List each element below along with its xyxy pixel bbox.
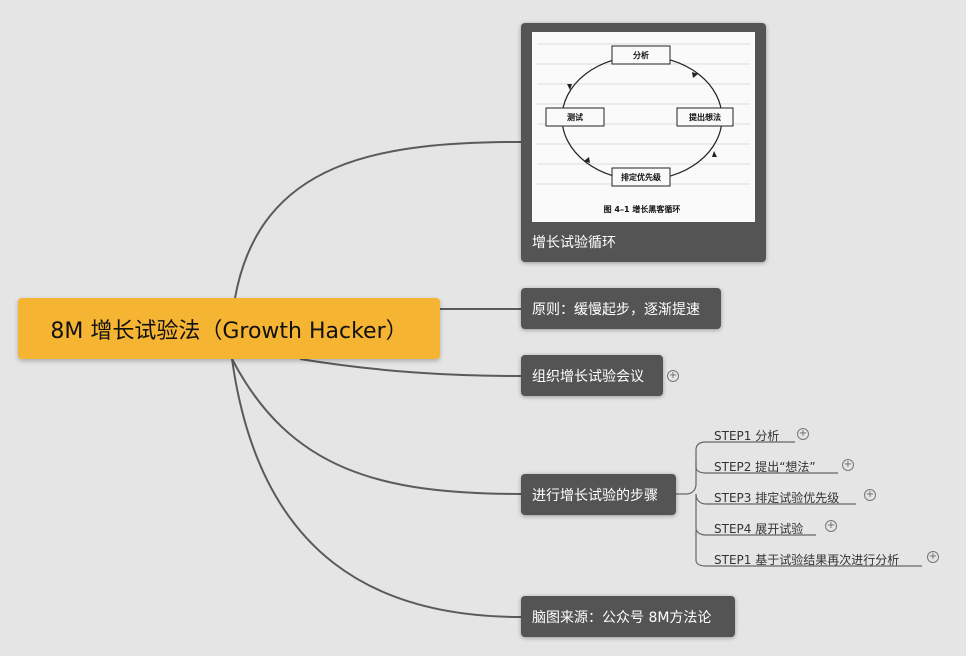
image-topic-caption: 增长试验循环 [532, 235, 616, 251]
root-label: 8M 增长试验法（Growth Hacker） [50, 318, 408, 344]
topic-source[interactable]: 脑图来源：公众号 8M方法论 [521, 596, 735, 637]
image-topic[interactable]: 分析 提出想法 排定优先级 测试 图 4–1 增长黑客循环 增长试验循环 [521, 23, 766, 262]
topic-steps[interactable]: 进行增长试验的步骤 [521, 474, 676, 515]
step-item-1[interactable]: STEP1 分析 [714, 429, 780, 443]
step-item-4[interactable]: STEP4 展开试验 [714, 522, 804, 536]
topic-meeting[interactable]: 组织增长试验会议 [521, 355, 663, 396]
connector-meeting [299, 358, 522, 377]
root-topic[interactable]: 8M 增长试验法（Growth Hacker） [18, 298, 440, 359]
cycle-node-prioritize: 排定优先级 [621, 172, 662, 182]
growth-cycle-figure: 分析 提出想法 排定优先级 测试 图 4–1 增长黑客循环 [532, 32, 755, 222]
expand-icon[interactable]: + [864, 489, 876, 501]
expand-icon[interactable]: + [842, 459, 854, 471]
topic-steps-label: 进行增长试验的步骤 [532, 487, 658, 504]
expand-icon[interactable]: + [667, 370, 679, 382]
step-item-2[interactable]: STEP2 提出“想法” [714, 460, 816, 474]
figure-caption: 图 4–1 增长黑客循环 [604, 204, 681, 214]
cycle-node-analyze: 分析 [633, 50, 649, 60]
topic-meeting-label: 组织增长试验会议 [532, 368, 644, 385]
expand-icon[interactable]: + [797, 428, 809, 440]
expand-icon[interactable]: + [927, 551, 939, 563]
expand-icon[interactable]: + [825, 520, 837, 532]
topic-source-label: 脑图来源：公众号 8M方法论 [532, 609, 712, 626]
step-line-4 [695, 494, 816, 536]
step-line-2 [695, 462, 838, 474]
cycle-node-test: 测试 [567, 112, 583, 122]
cycle-node-ideate: 提出想法 [689, 112, 721, 122]
step-line-5 [695, 530, 922, 567]
connector-source [231, 358, 522, 618]
topic-principle-label: 原则：缓慢起步，逐渐提速 [532, 301, 700, 318]
connector-steps [231, 358, 522, 495]
connector-image [234, 141, 522, 299]
step-item-5[interactable]: STEP1 基于试验结果再次进行分析 [714, 553, 900, 567]
topic-principle[interactable]: 原则：缓慢起步，逐渐提速 [521, 288, 721, 329]
step-item-3[interactable]: STEP3 排定试验优先级 [714, 491, 840, 505]
step-line-1 [685, 441, 795, 495]
